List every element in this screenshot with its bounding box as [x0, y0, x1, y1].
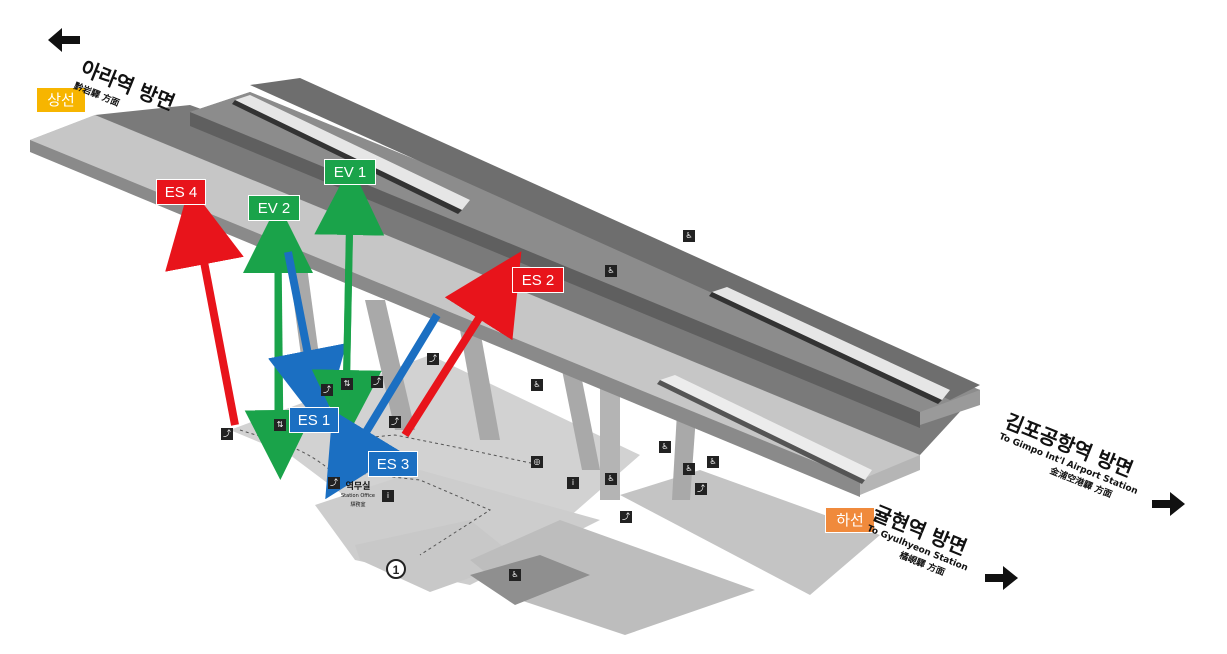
rear-track-slab	[250, 78, 980, 400]
info-icon: i	[382, 490, 394, 502]
escalator-icon: ⤴	[389, 416, 401, 428]
accessible-icon: ♿	[605, 265, 617, 277]
escalator-icon: ⤴	[695, 483, 707, 495]
elevator-icon: ⇅	[274, 419, 286, 431]
left-direction-arrow	[48, 28, 80, 52]
ev1-label[interactable]: EV 1	[324, 159, 376, 185]
escalator-icon: ⤴	[321, 384, 333, 396]
support-column	[560, 360, 600, 470]
right-direction-arrow-gyulhyeon	[985, 566, 1018, 590]
escalator-icon: ⤴	[328, 477, 340, 489]
es2-arrow	[401, 251, 522, 438]
es4-arrow	[165, 185, 244, 426]
escalator-icon: ⤴	[371, 376, 383, 388]
escalator-icon: ⤴	[427, 353, 439, 365]
es1-arrow	[268, 251, 347, 430]
station-office-hanja: 驛務室	[350, 502, 366, 508]
exit-gate-icon: ◎	[531, 456, 543, 468]
train-rear	[232, 95, 470, 214]
es4-label[interactable]: ES 4	[156, 179, 206, 205]
es3-arrow	[325, 312, 441, 500]
ev1-arrow-up	[314, 165, 385, 406]
elevator-icon: ⇅	[341, 378, 353, 390]
accessible-icon: ♿	[683, 463, 695, 475]
exit-stairs-lower	[470, 520, 755, 635]
es1-label[interactable]: ES 1	[289, 407, 339, 433]
station-office-ko: 역무실	[345, 482, 371, 492]
restroom-icon: ♿	[659, 441, 671, 453]
exit-1-number: 1	[393, 563, 400, 577]
train-front	[657, 375, 872, 484]
exit-stairs-right	[620, 470, 880, 595]
down-line-badge: 하선	[825, 507, 875, 533]
station-office[interactable]: 역무실 Station Office 驛務室	[341, 483, 375, 510]
restroom-icon: ♿	[531, 379, 543, 391]
right-direction-arrow-gimpo	[1152, 492, 1185, 516]
exit-1-badge	[386, 559, 406, 579]
escalator-icon: ⤴	[620, 511, 632, 523]
support-column	[460, 330, 500, 440]
accessible-icon: ♿	[605, 473, 617, 485]
train-middle	[709, 287, 950, 404]
accessible-icon: ♿	[683, 230, 695, 242]
restroom-block-dark	[470, 555, 590, 605]
support-column	[365, 300, 415, 430]
es3-label[interactable]: ES 3	[368, 451, 418, 477]
ev2-label[interactable]: EV 2	[248, 195, 300, 221]
up-line-badge: 상선	[36, 87, 86, 113]
es2-label[interactable]: ES 2	[512, 267, 564, 293]
restroom-icon: ♿	[707, 456, 719, 468]
station-office-en: Station Office	[341, 493, 375, 499]
escalator-icon: ⤴	[221, 428, 233, 440]
restroom-icon: ♿	[509, 569, 521, 581]
info-icon: i	[567, 477, 579, 489]
